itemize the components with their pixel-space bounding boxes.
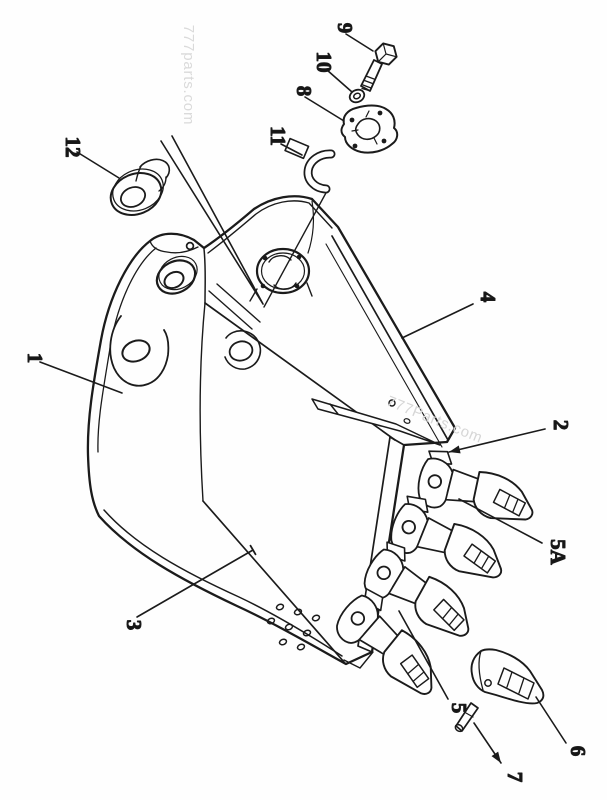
leader-line-10 (326, 69, 353, 93)
shim-11 (284, 137, 336, 194)
boss-left (155, 255, 198, 295)
callout-label-11: 11 (266, 126, 290, 146)
leader-arrowhead-7 (491, 751, 501, 763)
lug-lower-right (224, 330, 262, 370)
leader-line-3 (136, 549, 254, 618)
leader-tbar-3 (249, 544, 257, 556)
bushing-12 (109, 158, 171, 216)
tooth-adapter-assembly (363, 541, 470, 637)
callout-label-3: 3 (122, 620, 146, 631)
ear-inner-line (149, 240, 199, 254)
side-bar-4-inner (325, 243, 443, 448)
callout-9: 9 (333, 22, 374, 52)
side-sheet-left-edge (199, 302, 206, 502)
bushing-insert-pointer (160, 135, 264, 305)
tooth-adapter-assembly (417, 450, 534, 521)
leader-arrowhead-2 (449, 445, 461, 454)
leader-line-11 (280, 143, 303, 156)
callout-label-8: 8 (292, 86, 316, 97)
web-line (203, 248, 206, 304)
callout-1: 1 (23, 352, 123, 394)
callout-label-9: 9 (333, 23, 357, 34)
callout-6: 6 (535, 696, 591, 757)
bolt-9 (360, 42, 398, 92)
callout-label-2: 2 (549, 420, 573, 431)
callout-11: 11 (266, 126, 303, 156)
side-bar-4 (331, 235, 449, 441)
leader-line-2 (448, 428, 546, 453)
callout-7: 7 (473, 722, 528, 783)
callout-label-10: 10 (312, 52, 336, 73)
leader-line-5 (398, 610, 449, 700)
callout-label-4: 4 (476, 292, 500, 303)
callout-label-6: 6 (566, 746, 590, 757)
pin-7 (454, 702, 479, 733)
shim-insert-line (263, 190, 328, 308)
sheet-slot-lines (208, 283, 261, 330)
tooth-adapter-assembly (390, 495, 503, 579)
leader-line-4 (401, 303, 474, 339)
washer-10 (348, 88, 366, 104)
small-pin-dot (388, 399, 396, 407)
leader-line-1 (39, 361, 123, 394)
leader-line-9 (345, 33, 374, 52)
lug-lower-left (109, 315, 170, 387)
callout-10: 10 (312, 51, 353, 93)
callout-5A: 5A (458, 498, 571, 566)
beam-right-web-line (307, 200, 314, 254)
bucket-silhouette (86, 195, 457, 666)
watermark-text-1: 777parts.com (180, 25, 197, 125)
callout-label-5A: 5A (546, 539, 570, 566)
small-pin-dot-2 (403, 418, 411, 424)
leader-line-6 (535, 696, 567, 744)
callout-12: 12 (61, 136, 120, 179)
callout-label-12: 12 (61, 137, 85, 158)
callout-5: 5 (398, 610, 472, 714)
callout-8: 8 (292, 85, 345, 122)
edge-bolt-holes (266, 603, 321, 651)
lug-lower-right-hole (228, 340, 254, 362)
leader-line-5A (458, 498, 543, 544)
callout-4: 4 (401, 291, 501, 339)
retainer-plate-8 (340, 104, 399, 154)
leader-line-12 (76, 151, 120, 179)
lug-lower-left-hole (121, 339, 151, 363)
leader-line-8 (304, 96, 345, 122)
callout-2: 2 (448, 419, 574, 454)
side-sheet-bottom-edge (202, 500, 345, 663)
ear-hole (185, 241, 195, 251)
callout-label-5: 5 (447, 703, 471, 714)
callout-label-7: 7 (503, 772, 527, 783)
adapter-insert-wedge (311, 398, 441, 446)
callout-label-1: 1 (23, 353, 47, 364)
spare-tooth-6 (470, 648, 545, 705)
callout-3: 3 (122, 544, 257, 631)
